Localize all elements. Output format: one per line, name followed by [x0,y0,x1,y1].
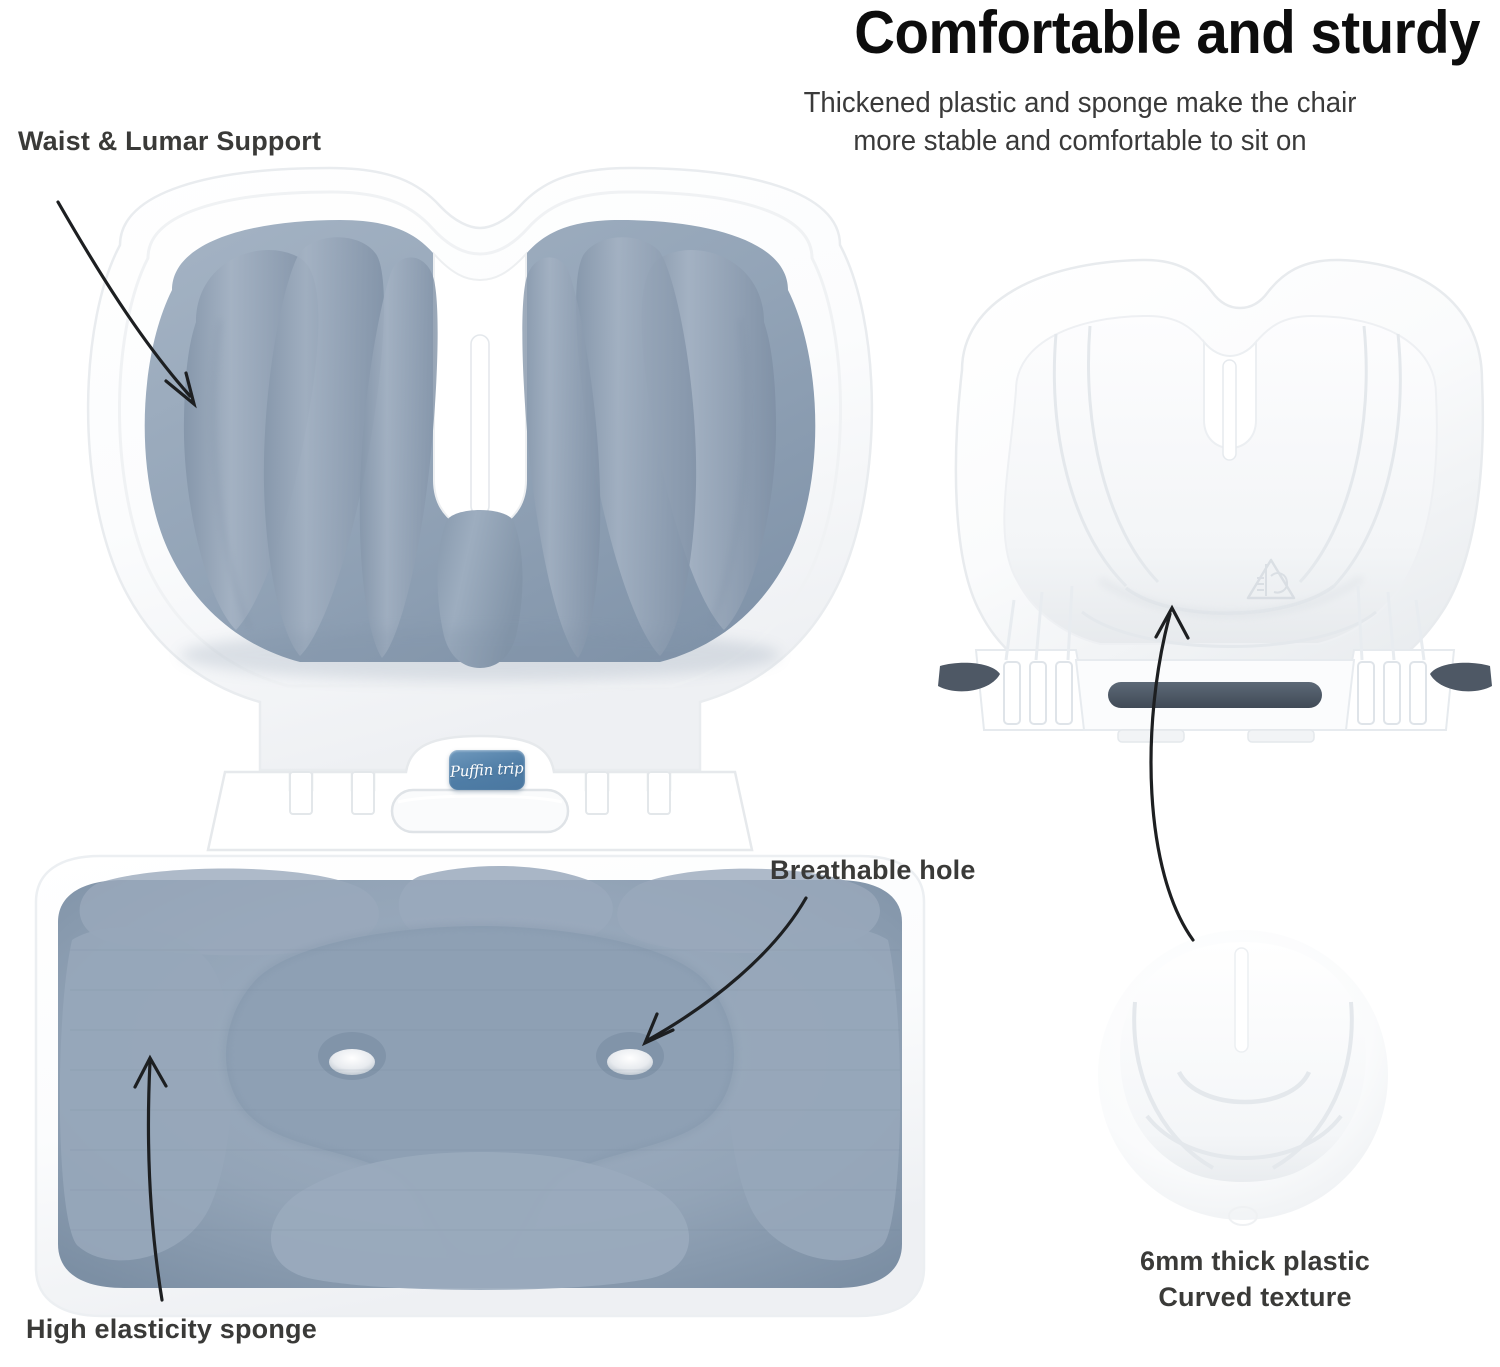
plastic-shell-back-illustration [938,258,1492,743]
thickness-line-1: 6mm thick plastic [1140,1246,1370,1276]
rubber-foot-pad [1108,682,1322,708]
page-subtitle: Thickened plastic and sponge make the ch… [700,84,1460,160]
shell-vent-slot [1222,359,1237,461]
callout-breathable-hole-label: Breathable hole [770,855,976,885]
warning-triangle-icon [1246,558,1296,600]
callout-waist-support-label: Waist & Lumar Support [18,126,322,156]
callout-high-elasticity-label: High elasticity sponge [26,1314,317,1344]
detail-contour-ridges [1132,1001,1354,1170]
right-foot [1430,662,1492,692]
carry-handle-slot [390,788,570,834]
callout-thickness-label: 6mm thick plastic Curved texture [1090,1243,1420,1315]
shell-bottom-ribs [938,585,1492,743]
shell-inner-bowl [1003,314,1438,645]
subtitle-line-2: more stable and comfortable to sit on [853,125,1307,157]
detail-bowl [1120,942,1366,1182]
curved-texture-detail-bubble [1098,930,1388,1226]
base-plate-with-handle [206,734,754,852]
page-title: Comfortable and sturdy [854,0,1480,66]
cushion-set-illustration [34,166,926,1318]
subtitle-line-1: Thickened plastic and sponge make the ch… [803,87,1357,119]
detail-vent-slot [1234,947,1249,1053]
left-foot [938,662,1000,692]
detail-bottom-mark [1228,1206,1258,1226]
backrest-cushion [144,220,816,681]
breathable-hole-group [318,1032,664,1080]
seat-cushion [58,865,902,1290]
thickness-line-2: Curved texture [1158,1282,1352,1312]
brand-logo-text: Puffin trip [449,759,525,781]
shell-contour-ridges [1052,325,1402,648]
brand-logo-badge: Puffin trip [449,750,525,790]
